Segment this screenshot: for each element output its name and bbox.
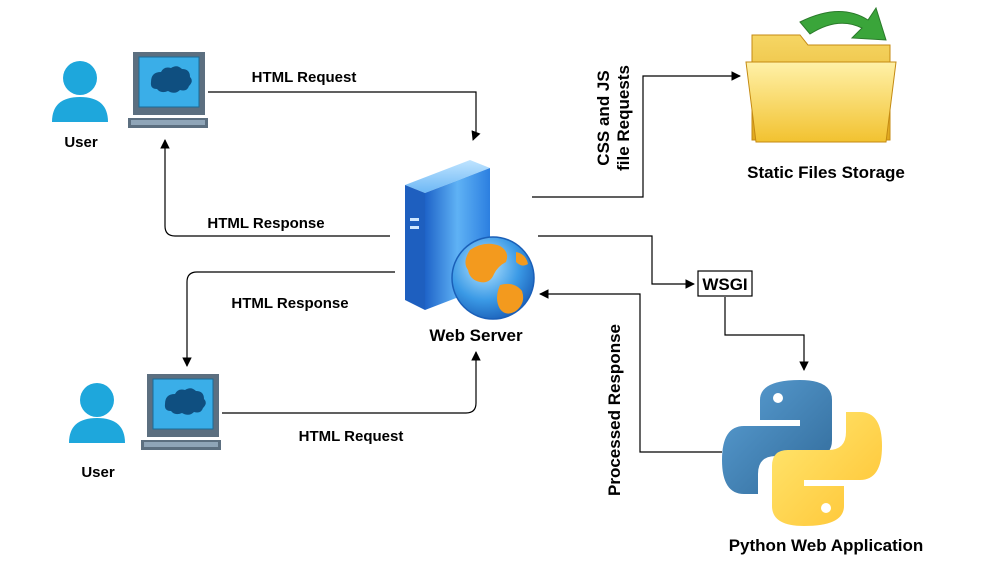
label-css-js-line1: CSS and JS	[594, 70, 613, 165]
edge-processed-response	[539, 289, 722, 453]
label-html-request-bottom: HTML Request	[299, 428, 404, 445]
edge-html-request-top	[208, 91, 481, 141]
edge-server-to-wsgi	[538, 235, 695, 289]
web-server-group: Web Server	[405, 160, 535, 345]
python-logo-icon	[722, 380, 882, 526]
globe-icon	[451, 236, 535, 320]
web-server-label: Web Server	[429, 326, 523, 345]
python-app-label: Python Web Application	[729, 536, 924, 555]
computer-icon	[141, 374, 221, 450]
computer-icon	[128, 52, 208, 128]
edge-css-js-requests	[532, 71, 741, 198]
user-bottom-group: User	[69, 374, 221, 481]
static-storage-group: Static Files Storage	[745, 6, 905, 182]
label-html-response-top: HTML Response	[207, 215, 324, 232]
folder-icon	[745, 6, 897, 143]
wsgi-box: WSGI	[697, 270, 753, 297]
python-app-group: Python Web Application	[722, 380, 923, 555]
edge-html-request-bottom	[222, 351, 481, 414]
label-html-response-bottom: HTML Response	[231, 295, 348, 312]
label-css-js-line2: file Requests	[614, 65, 633, 171]
label-html-request-top: HTML Request	[252, 69, 357, 86]
user-top-group: User	[52, 52, 208, 151]
edge-html-response-top	[160, 139, 390, 237]
user-top-label: User	[64, 134, 98, 151]
user-icon	[52, 61, 108, 122]
edge-wsgi-to-python	[724, 297, 809, 371]
label-processed-response: Processed Response	[605, 324, 624, 496]
wsgi-label: WSGI	[702, 275, 747, 294]
edge-html-response-bottom	[182, 271, 395, 367]
user-icon	[69, 383, 125, 443]
user-bottom-label: User	[81, 464, 115, 481]
static-storage-label: Static Files Storage	[747, 163, 905, 182]
